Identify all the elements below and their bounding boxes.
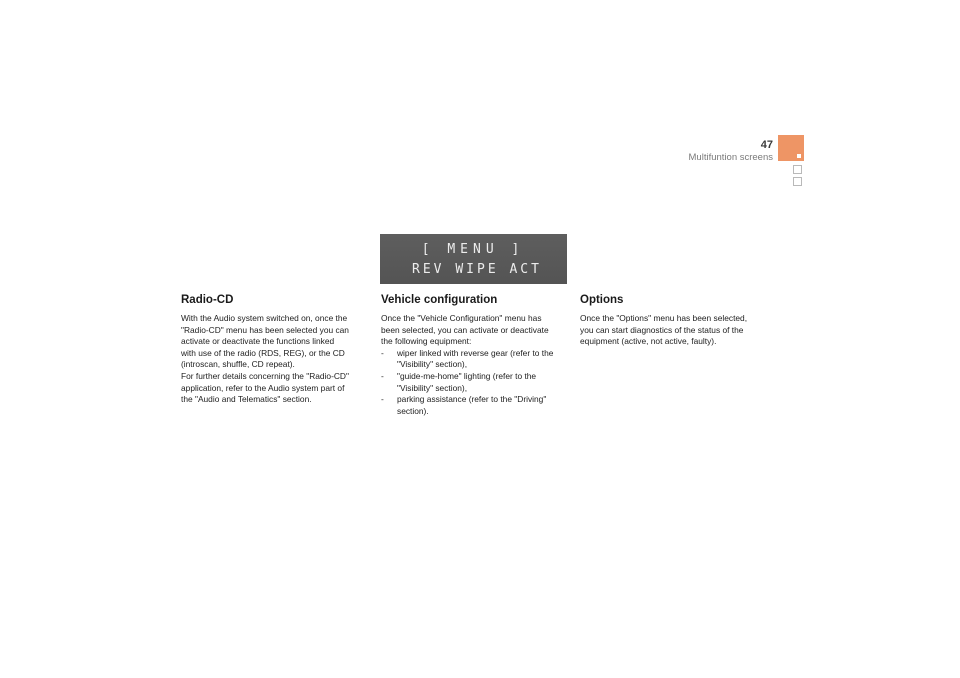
text-line: (introscan, shuffle, CD repeat).	[181, 359, 295, 370]
text-line: Once the "Vehicle Configuration" menu ha…	[381, 313, 542, 323]
equipment-list: - wiper linked with reverse gear (refer …	[381, 348, 569, 418]
text-line: the following equipment:	[381, 336, 472, 347]
text-line: wiper linked with reverse gear (refer to…	[397, 347, 554, 358]
text-line: With the Audio system switched on, once …	[181, 313, 348, 323]
chapter-title: Multifuntion screens	[688, 152, 773, 163]
list-dash: -	[381, 370, 384, 381]
section-text: With the Audio system switched on, once …	[181, 313, 369, 406]
list-item: - wiper linked with reverse gear (refer …	[381, 348, 569, 371]
tab-marker-icon	[797, 154, 801, 158]
text-line: "Radio-CD" menu has been selected you ca…	[181, 324, 349, 335]
section-title: Vehicle configuration	[381, 294, 498, 306]
section-text: Once the "Options" menu has been selecte…	[580, 313, 768, 348]
section-title: Options	[580, 294, 624, 306]
text-line: "Visibility" section),	[397, 382, 468, 393]
chapter-tab-box	[793, 177, 802, 186]
text-line: been selected, you can activate or deact…	[381, 324, 549, 335]
text-line: the "Audio and Telematics" section.	[181, 394, 312, 405]
chapter-tab-active	[778, 135, 804, 161]
text-line: application, refer to the Audio system p…	[181, 382, 345, 393]
display-line-1: [ MENU ]	[422, 242, 525, 257]
multifunction-display: [ MENU ] REV WIPE ACT	[380, 234, 567, 284]
section-radio-cd: Radio-CD With the Audio system switched …	[181, 293, 369, 406]
text-line: parking assistance (refer to the "Drivin…	[397, 394, 547, 405]
text-line: "guide-me-home" lighting (refer to the	[397, 370, 537, 381]
text-line: equipment (active, not active, faulty).	[580, 336, 717, 347]
list-item: - parking assistance (refer to the "Driv…	[381, 394, 569, 417]
display-line-2: REV WIPE ACT	[412, 262, 542, 277]
text-line: with use of the radio (RDS, REG), or the…	[181, 347, 345, 358]
text-line: For further details concerning the "Radi…	[181, 370, 349, 381]
section-title: Radio-CD	[181, 294, 234, 306]
text-line: "Visibility" section),	[397, 359, 468, 370]
section-options: Options Once the "Options" menu has been…	[580, 293, 768, 348]
text-line: activate or deactivate the functions lin…	[181, 336, 335, 347]
page-number: 47	[760, 139, 773, 151]
text-line: you can start diagnostics of the status …	[580, 324, 744, 335]
section-vehicle-configuration: Vehicle configuration Once the "Vehicle …	[381, 293, 569, 417]
chapter-tab-box	[793, 165, 802, 174]
text-line: section).	[397, 405, 429, 416]
text-line: Once the "Options" menu has been selecte…	[580, 313, 748, 323]
section-intro: Once the "Vehicle Configuration" menu ha…	[381, 313, 569, 348]
list-dash: -	[381, 394, 384, 405]
list-dash: -	[381, 347, 384, 358]
list-item: - "guide-me-home" lighting (refer to the…	[381, 371, 569, 394]
